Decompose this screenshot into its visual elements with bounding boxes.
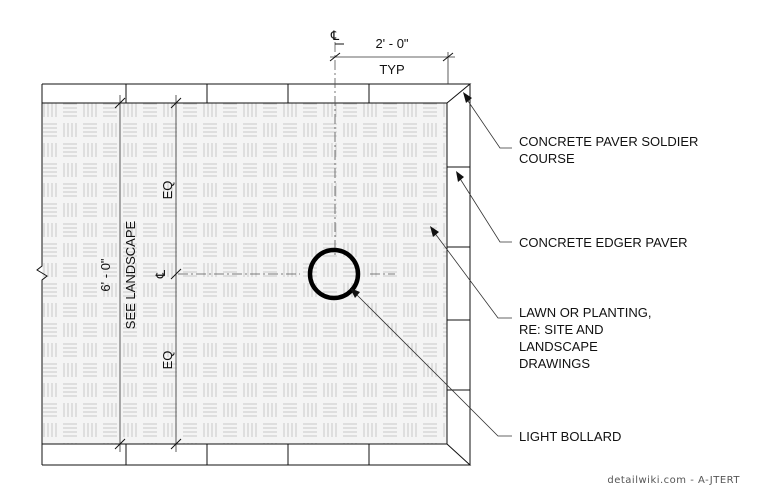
- note-lawn-line3: LANDSCAPE: [519, 339, 598, 354]
- top-centerline-symbol: ℄: [330, 28, 340, 43]
- note-soldier-course-line1: CONCRETE PAVER SOLDIER: [519, 134, 698, 149]
- top-dimension: [329, 52, 455, 84]
- break-line: [36, 84, 48, 465]
- note-bollard-line1: LIGHT BOLLARD: [519, 429, 621, 444]
- note-lawn-line4: DRAWINGS: [519, 356, 590, 371]
- top-typ-label: TYP: [379, 62, 404, 77]
- note-lawn-line1: LAWN OR PLANTING,: [519, 305, 651, 320]
- note-lawn-line2: RE: SITE AND: [519, 322, 604, 337]
- note-soldier-course-line2: COURSE: [519, 151, 575, 166]
- credit-text: detailwiki.com - A-JTERT: [607, 475, 740, 486]
- top-dim-label: 2' - 0": [375, 36, 408, 51]
- side-note-label: SEE LANDSCAPE: [123, 220, 138, 329]
- note-lawn: LAWN OR PLANTING, RE: SITE AND LANDSCAPE…: [519, 305, 651, 371]
- side-centerline-symbol: ℄: [153, 269, 168, 279]
- soldier-course: [42, 83, 472, 466]
- side-dim-label: 6' - 0": [98, 258, 113, 291]
- note-bollard: LIGHT BOLLARD: [519, 429, 621, 444]
- edger-pavers: [447, 166, 470, 391]
- paver-field: [42, 103, 447, 444]
- note-soldier-course: CONCRETE PAVER SOLDIER COURSE: [519, 134, 698, 166]
- eq-upper-label: EQ: [160, 181, 175, 200]
- note-edger-paver-line1: CONCRETE EDGER PAVER: [519, 235, 688, 250]
- side-dimensions: [114, 95, 182, 452]
- eq-lower-label: EQ: [160, 351, 175, 370]
- leader-lines: [350, 92, 512, 437]
- note-edger-paver: CONCRETE EDGER PAVER: [519, 235, 688, 250]
- light-bollard: [307, 247, 361, 301]
